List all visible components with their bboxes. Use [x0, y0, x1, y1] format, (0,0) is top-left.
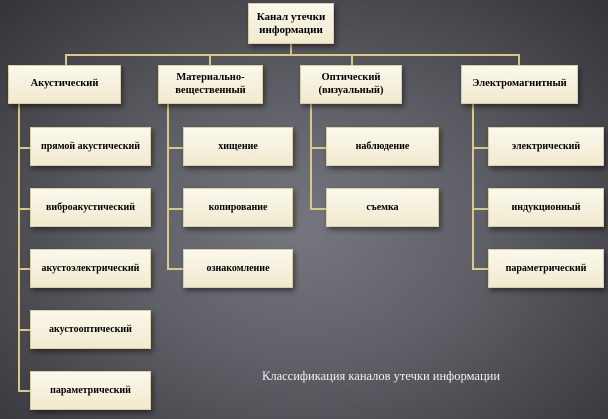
connector-main-horizontal — [65, 54, 520, 56]
diagram-caption: Классификация каналов утечки информации — [262, 369, 501, 383]
connector-col2-trunk — [167, 103, 169, 270]
connector-col3-trunk — [310, 103, 312, 209]
leaf-inductive: индукционный — [488, 188, 604, 227]
connector-col4-branch — [472, 208, 488, 210]
leaf-familiarization: ознакомление — [183, 249, 293, 288]
connector-col2-branch — [167, 208, 183, 210]
category-electromagnetic: Электромагнитный — [461, 65, 578, 104]
connector-cat1-down — [65, 54, 67, 65]
connector-col1-branch — [18, 208, 30, 210]
leaf-direct-acoustic: прямой акустический — [30, 127, 151, 166]
connector-col4-branch — [472, 147, 488, 149]
leaf-acoustooptic: акустооптический — [30, 310, 151, 349]
category-acoustic: Акустический — [8, 65, 121, 104]
connector-col4-branch — [472, 268, 488, 270]
connector-col1-branch — [18, 268, 30, 270]
leaf-acoustoelectric: акустоэлектрический — [30, 249, 151, 288]
connector-cat2-down — [209, 54, 211, 65]
connector-col3-branch — [310, 208, 326, 210]
connector-cat4-down — [518, 54, 520, 65]
category-optical: Оптический (визуальный) — [300, 65, 402, 104]
leaf-shooting: съемка — [326, 188, 439, 227]
leaf-electric: электрический — [488, 127, 604, 166]
leaf-parametric-acoustic: параметрический — [30, 371, 151, 410]
connector-root-down — [290, 44, 292, 55]
leaf-vibroacoustic: виброакустический — [30, 188, 151, 227]
category-material: Материально- вещественный — [158, 65, 263, 104]
root-node: Канал утечки информации — [248, 3, 334, 44]
connector-col1-trunk — [18, 103, 20, 392]
connector-col1-branch — [18, 329, 30, 331]
connector-col1-branch — [18, 390, 30, 392]
leaf-observation: наблюдение — [326, 127, 439, 166]
connector-col4-trunk — [472, 103, 474, 270]
connector-col2-branch — [167, 147, 183, 149]
connector-col3-branch — [310, 147, 326, 149]
connector-cat3-down — [351, 54, 353, 65]
leaf-theft: хищение — [183, 127, 293, 166]
leaf-parametric-em: параметрический — [488, 249, 604, 288]
leaf-copying: копирование — [183, 188, 293, 227]
connector-col2-branch — [167, 268, 183, 270]
connector-col1-branch — [18, 147, 30, 149]
